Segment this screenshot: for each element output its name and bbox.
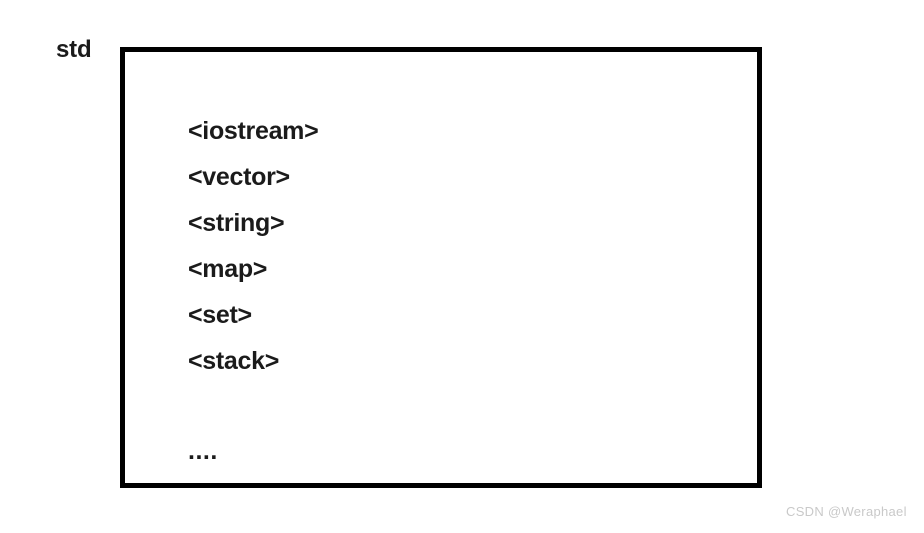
namespace-label-std: std	[56, 36, 92, 63]
list-item: <map>	[188, 255, 268, 283]
header-list: <iostream> <vector> <string> <map> <set>…	[188, 108, 608, 384]
ellipsis-marker: ....	[188, 437, 218, 465]
list-item: <stack>	[188, 347, 280, 375]
list-item: <vector>	[188, 163, 290, 191]
namespace-box	[120, 47, 762, 488]
list-item: <set>	[188, 301, 252, 329]
list-item: <string>	[188, 209, 285, 237]
list-item: <iostream>	[188, 117, 319, 145]
watermark: CSDN @Weraphael	[786, 504, 907, 519]
